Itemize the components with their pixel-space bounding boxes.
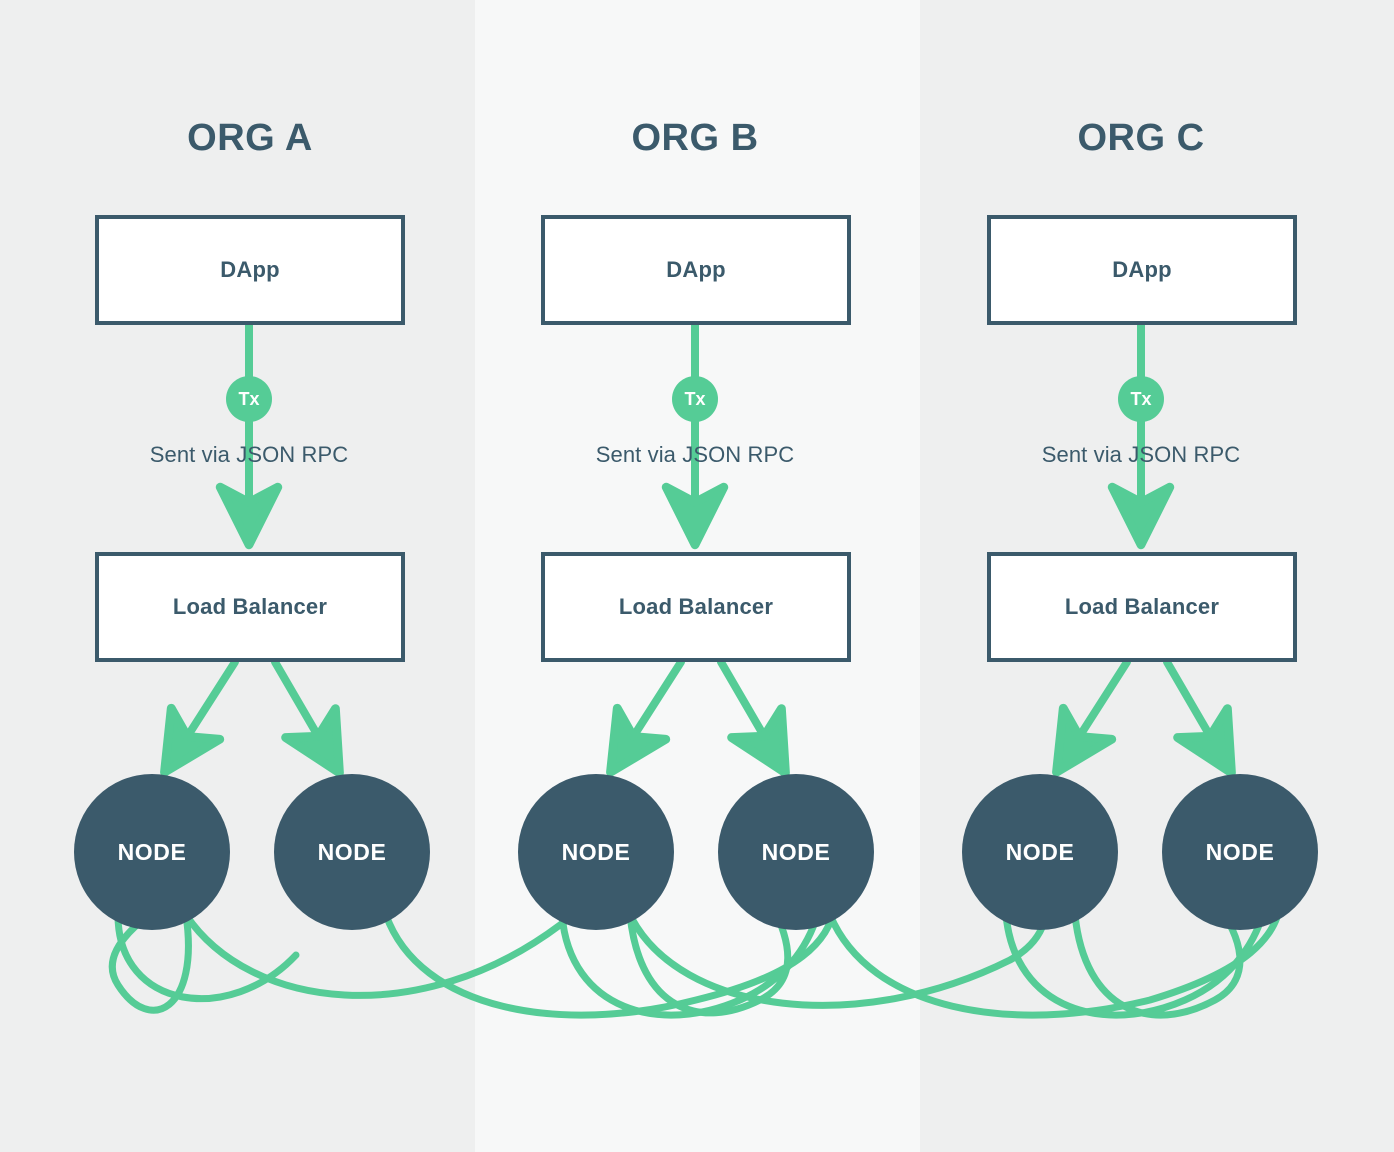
org-title-c: ORG C xyxy=(1077,117,1205,159)
load-balancer-box-org-b[interactable]: Load Balancer xyxy=(541,552,851,662)
node-circle-c1[interactable]: NODE xyxy=(962,774,1118,930)
rpc-label-org-c: Sent via JSON RPC xyxy=(1041,442,1241,467)
org-title-a: ORG A xyxy=(187,117,313,159)
dapp-box-org-a[interactable]: DApp xyxy=(95,215,405,325)
load-balancer-box-org-a[interactable]: Load Balancer xyxy=(95,552,405,662)
node-circle-c2[interactable]: NODE xyxy=(1162,774,1318,930)
rpc-label-org-a: Sent via JSON RPC xyxy=(149,442,349,467)
org-title-b: ORG B xyxy=(631,117,759,159)
tx-badge-org-a: Tx xyxy=(226,376,272,422)
node-circle-a1[interactable]: NODE xyxy=(74,774,230,930)
node-circle-b2[interactable]: NODE xyxy=(718,774,874,930)
dapp-box-org-c[interactable]: DApp xyxy=(987,215,1297,325)
rpc-label-org-b: Sent via JSON RPC xyxy=(595,442,795,467)
dapp-box-org-b[interactable]: DApp xyxy=(541,215,851,325)
load-balancer-box-org-c[interactable]: Load Balancer xyxy=(987,552,1297,662)
node-circle-b1[interactable]: NODE xyxy=(518,774,674,930)
tx-badge-org-b: Tx xyxy=(672,376,718,422)
tx-badge-org-c: Tx xyxy=(1118,376,1164,422)
node-circle-a2[interactable]: NODE xyxy=(274,774,430,930)
